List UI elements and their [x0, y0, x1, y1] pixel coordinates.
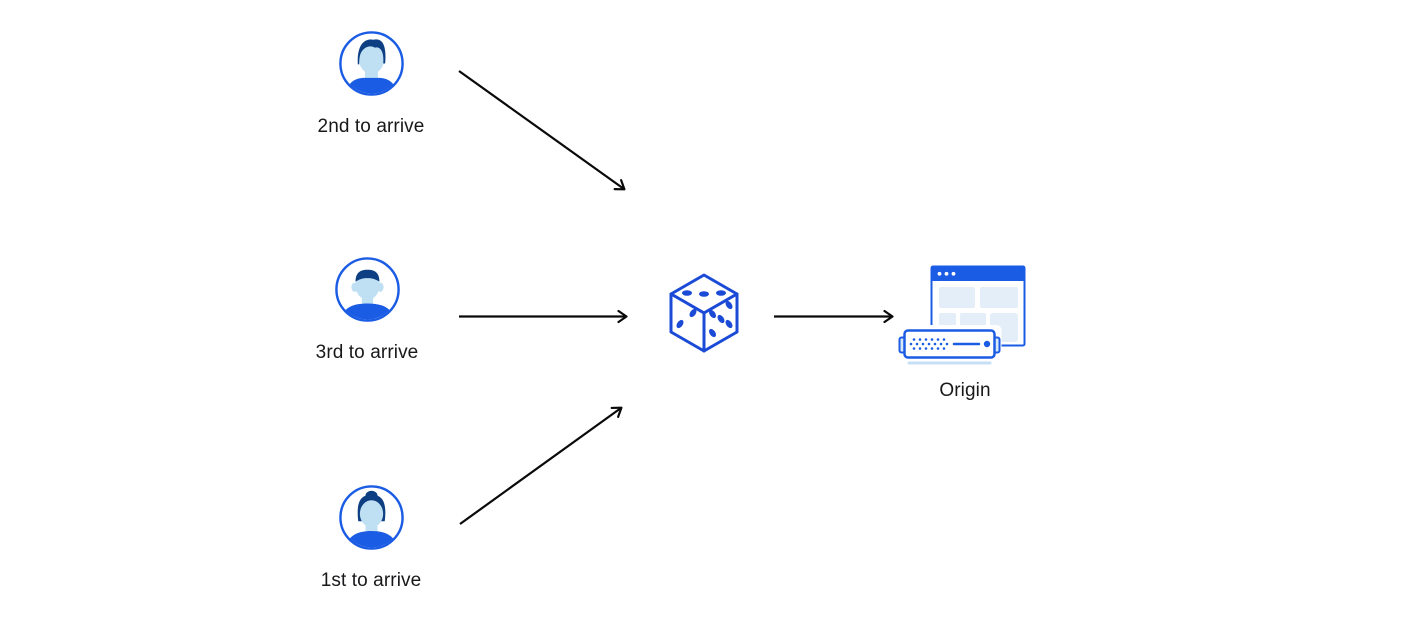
node-user-second: 2nd to arrive: [271, 30, 471, 138]
man-swept-hair-avatar-icon: [338, 30, 405, 97]
node-user-third: 3rd to arrive: [267, 256, 467, 364]
man-flat-top-avatar-icon: [334, 256, 401, 323]
node-label-second: 2nd to arrive: [317, 116, 425, 137]
node-origin: Origin: [865, 258, 1065, 402]
node-label-third: 3rd to arrive: [315, 342, 419, 363]
edge-first-to-dice: [459, 406, 623, 525]
node-label-origin: Origin: [939, 380, 991, 401]
edge-second-to-dice: [458, 70, 626, 191]
origin-server-browser-icon: [895, 258, 1035, 368]
node-user-first: 1st to arrive: [271, 484, 471, 592]
node-label-first: 1st to arrive: [320, 570, 422, 591]
dice-icon: [666, 272, 742, 354]
woman-bun-avatar-icon: [338, 484, 405, 551]
